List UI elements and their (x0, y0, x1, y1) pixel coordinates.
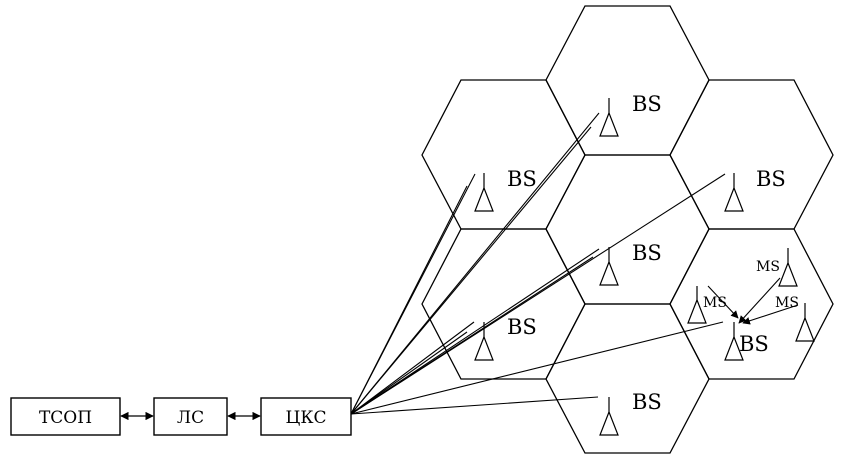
antenna-icon (474, 322, 494, 361)
ms-links (707, 277, 799, 325)
tsop-label: ТСОП (39, 408, 92, 428)
bs-label-bottom: BS (632, 390, 662, 414)
cell-upper-left (421, 79, 586, 230)
antenna-icon (687, 286, 707, 324)
bs-links (350, 112, 726, 415)
ls-label: ЛС (177, 408, 204, 428)
bs-label-upper-right: BS (756, 167, 786, 191)
antenna-icon (795, 303, 815, 342)
antenna-icon (778, 248, 798, 287)
bs-label-upper-left: BS (507, 167, 537, 191)
tsop-box: ТСОП (10, 397, 121, 436)
bs-antennas (474, 98, 744, 436)
ms-antennas (687, 248, 815, 342)
antenna-icon (724, 322, 744, 361)
cell-upper-right (669, 79, 834, 230)
bs-label-lower-right: BS (739, 332, 769, 356)
cell-center (545, 154, 710, 305)
bs-label-top: BS (632, 92, 662, 116)
antenna-icon (599, 397, 619, 436)
cell-lower-left (421, 228, 586, 380)
bs-label-center: BS (632, 241, 662, 265)
antenna-icon (599, 247, 619, 286)
ms-label-right: MS (775, 295, 799, 311)
ms-label-top: MS (756, 259, 780, 275)
ms-label-left: MS (703, 295, 727, 311)
ls-box: ЛС (153, 397, 228, 436)
cell-lower-right (669, 228, 834, 380)
antenna-icon (474, 173, 494, 212)
hexagon-cells (421, 5, 834, 454)
cell-bottom (545, 303, 710, 454)
antenna-icon (599, 98, 619, 137)
antenna-icon (724, 173, 744, 212)
cks-box: ЦКС (260, 397, 352, 436)
cks-label: ЦКС (286, 408, 327, 428)
cell-top (545, 5, 710, 156)
bs-label-lower-left: BS (507, 315, 537, 339)
